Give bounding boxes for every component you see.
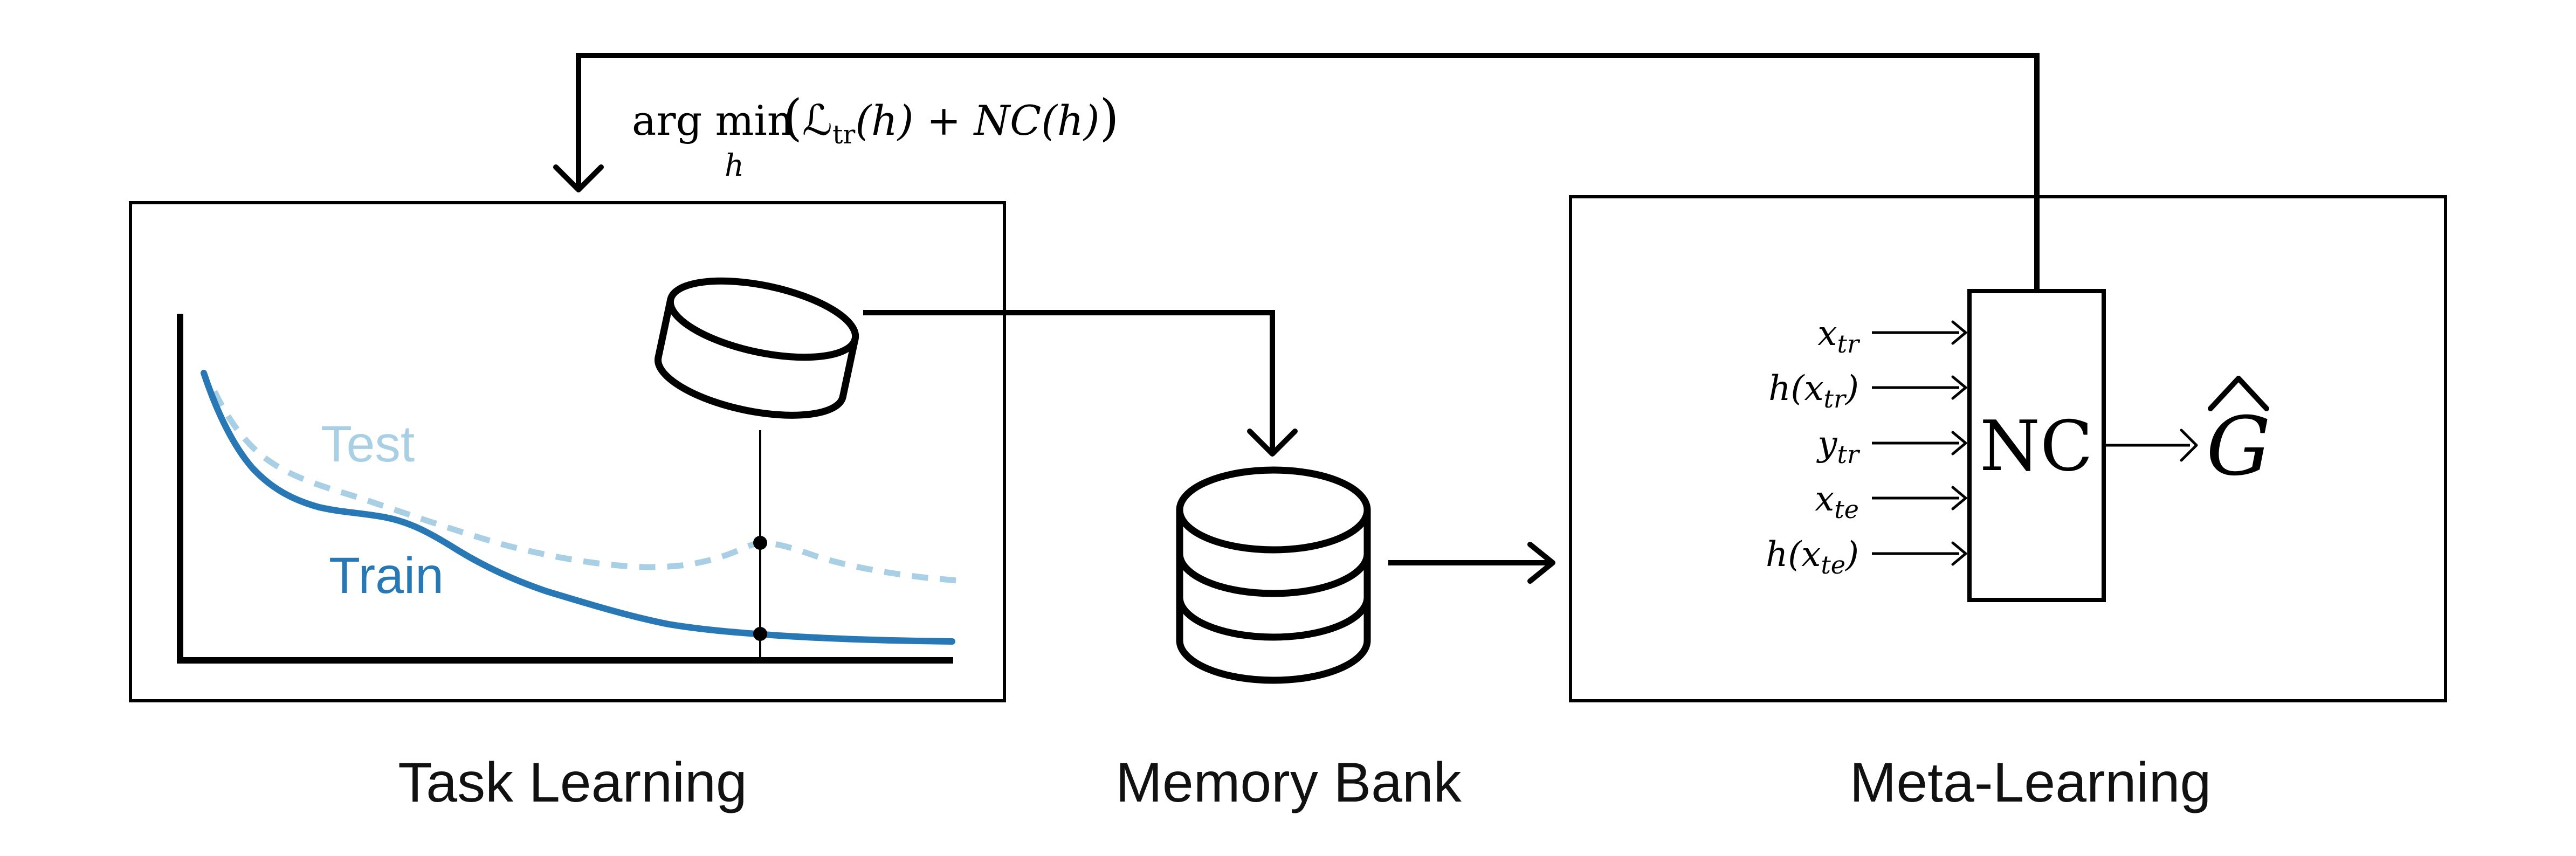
formula-expression: (ℒtr(h) + NC(h)) — [783, 89, 1119, 150]
nc-input-label-hxte: h(xte) — [1766, 535, 1859, 579]
test-sample-dot — [753, 536, 767, 550]
nc-input-hxtr-post: ) — [1844, 369, 1859, 409]
formula-loss-symbol: ℒ — [802, 96, 832, 145]
db-band-arc-2 — [1176, 593, 1371, 641]
formula-argmin-text: arg min — [632, 96, 794, 144]
memory-to-meta-arrowhead-icon — [1527, 542, 1555, 584]
loss-plot: Test Train — [177, 314, 958, 664]
nc-input-hxte-sub: te — [1821, 550, 1845, 579]
disk-to-memory-line — [863, 310, 1275, 452]
nc-input-label-xtr: xtr — [1817, 314, 1861, 358]
nc-input-hxtr-sub: tr — [1824, 384, 1847, 413]
nc-input-arrowhead-2-icon — [1951, 375, 1967, 400]
nc-input-xtr-main: x — [1817, 314, 1837, 354]
db-band-arc-1 — [1176, 550, 1371, 597]
formula-loss-subscript: tr — [832, 120, 855, 150]
objective-formula: arg min h (ℒtr(h) + NC(h)) — [632, 89, 1119, 183]
memory-bank-caption: Memory Bank — [1115, 751, 1462, 814]
db-bottom-arc — [1176, 637, 1371, 684]
task-learning-box — [129, 201, 1006, 702]
nc-input-xte-main: x — [1815, 479, 1834, 519]
train-sample-dot — [753, 627, 767, 641]
nc-input-ytr-sub: tr — [1837, 440, 1861, 469]
meta-learning-box — [1569, 195, 2447, 702]
db-top-face — [1176, 466, 1371, 554]
memory-to-meta-connector — [1388, 542, 1555, 584]
task-learning-caption: Task Learning — [398, 751, 747, 814]
nc-output: G — [2105, 376, 2271, 494]
g-hat-icon — [2208, 376, 2269, 411]
nc-input-arrowhead-3-icon — [1951, 431, 1967, 455]
memory-bank-panel — [1176, 466, 1371, 684]
nc-output-arrowhead-icon — [2180, 429, 2198, 462]
feedback-arrowhead-icon — [553, 164, 604, 192]
formula-close-paren: ) — [1099, 89, 1119, 147]
disk-bottom-arc — [654, 354, 846, 419]
nc-input-xtr-sub: tr — [1837, 329, 1861, 358]
formula-body: (h) + NC(h) — [855, 96, 1099, 144]
g-output-symbol: G — [2206, 400, 2271, 494]
nc-input-label-ytr: ytr — [1816, 424, 1861, 469]
plot-axes — [177, 314, 953, 664]
nc-block-label: NC — [1980, 406, 2093, 487]
nc-input-hxtr-main: h(x — [1768, 369, 1823, 409]
nc-inputs: xtr h(xtr) ytr xte h(xte) — [1766, 314, 1967, 579]
test-loss-curve — [212, 390, 958, 584]
nc-block — [1967, 289, 2106, 602]
meta-learning-caption: Meta-Learning — [1850, 751, 2212, 814]
disk-to-memory-connector — [863, 310, 1298, 457]
task-learning-panel: Test Train — [129, 201, 1006, 702]
disk-top-face — [666, 277, 859, 361]
disk-to-memory-arrowhead-icon — [1247, 429, 1298, 457]
test-curve-label: Test — [321, 416, 415, 473]
train-loss-curve — [201, 370, 955, 645]
nc-input-label-xte: xte — [1815, 479, 1859, 524]
nc-input-label-hxtr: h(xtr) — [1768, 369, 1859, 413]
nc-input-arrowhead-5-icon — [1951, 541, 1967, 566]
nc-input-hxte-post: ) — [1844, 535, 1859, 575]
meta-learning-panel: xtr h(xtr) ytr xte h(xte) NC G — [1569, 195, 2447, 702]
formula-argmin-subscript: h — [725, 148, 744, 183]
train-curve-label: Train — [329, 547, 444, 604]
nc-input-hxte-main: h(x — [1766, 535, 1821, 575]
nc-input-arrowhead-1-icon — [1951, 320, 1967, 345]
database-icon — [1176, 466, 1371, 684]
nc-input-xte-sub: te — [1834, 495, 1859, 524]
formula-open-paren: ( — [783, 89, 802, 147]
feedback-loop-connector — [553, 53, 2040, 291]
nc-input-ytr-main: y — [1816, 424, 1837, 464]
disk-icon — [654, 277, 859, 419]
feedback-loop-line — [576, 53, 2040, 291]
nc-input-arrowhead-4-icon — [1951, 486, 1967, 510]
